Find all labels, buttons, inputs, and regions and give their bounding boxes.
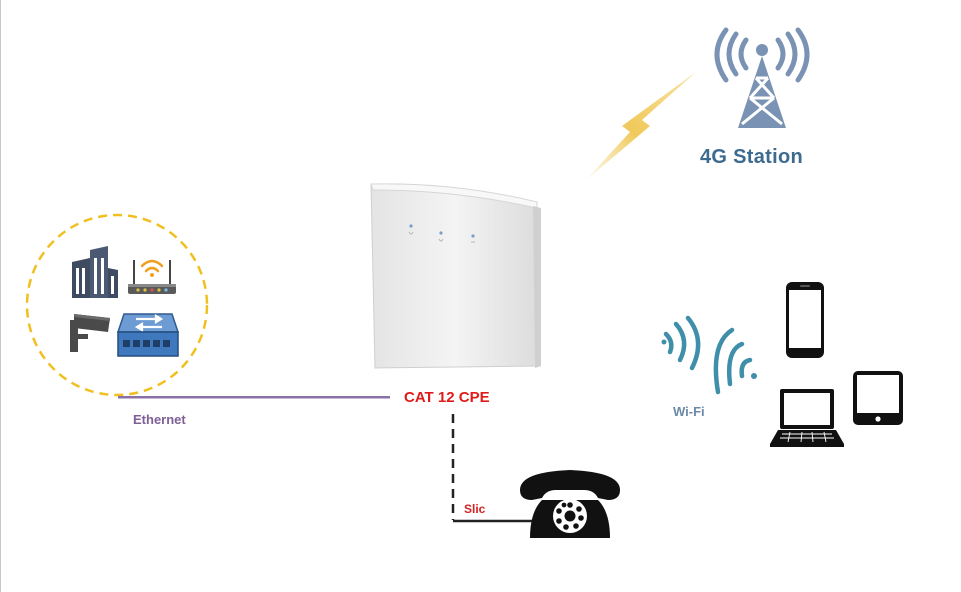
lightning-bolt-icon [584,72,696,182]
station-label: 4G Station [700,146,804,168]
cell-tower-icon [714,27,810,128]
security-camera-icon [70,314,110,352]
ethernet-line [118,396,390,399]
rotary-telephone-icon [520,470,620,538]
cpe-label: CAT 12 CPE [404,389,490,406]
slic-label: Slic [464,502,486,516]
left-border [0,0,1,592]
slic-connector-line [451,414,538,523]
ethernet-label: Ethernet [133,412,186,427]
wifi-waves-icon [661,315,757,395]
tablet-icon [853,371,903,425]
laptop-icon [770,389,844,447]
network-switch-icon [116,313,180,357]
smartphone-icon [786,282,824,358]
router-device-icon [370,183,541,369]
lan-devices-circle [25,213,209,397]
wifi-label: Wi-Fi [673,404,705,419]
wireless-router-icon [128,259,176,294]
building-icon [72,246,118,298]
